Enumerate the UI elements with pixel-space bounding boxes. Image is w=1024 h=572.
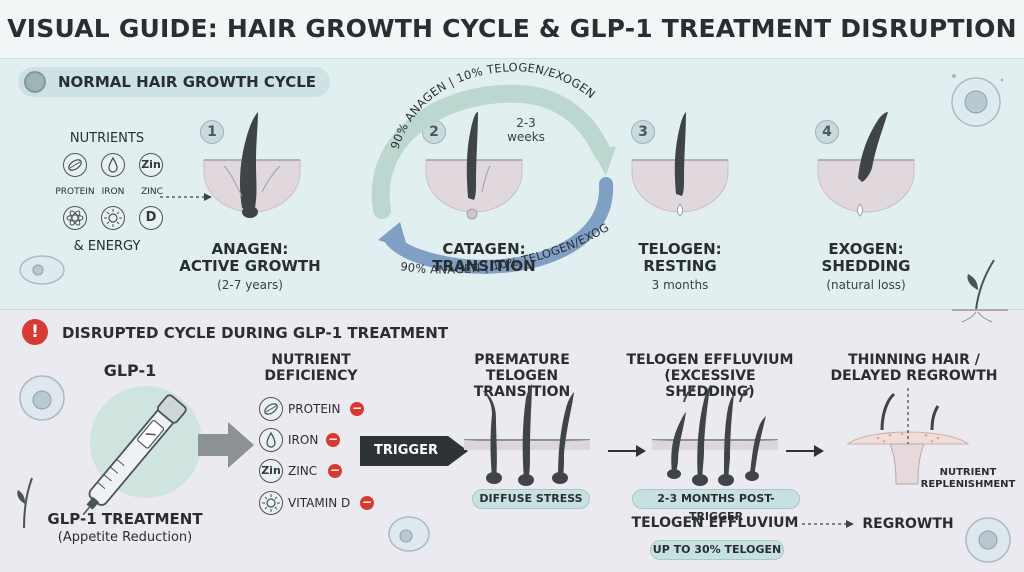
cycle-arc-label-top: 90% ANAGEN | 10% TELOGEN/EXOGEN [388, 60, 598, 151]
cell-illustration-icon [951, 74, 1004, 127]
telogen-follicle-illustration [631, 112, 729, 217]
section-dot-icon [24, 71, 46, 93]
cell-illustration-icon [965, 517, 1011, 563]
minus-icon: − [326, 432, 340, 447]
trigger-label: TRIGGER [374, 443, 438, 458]
catagen-follicle-illustration [425, 112, 523, 220]
iron-drop-icon [259, 428, 283, 452]
nutrient-label-protein: PROTEIN [55, 187, 95, 197]
thinning-hair-title: THINNING HAIR / DELAYED REGROWTH [830, 352, 998, 384]
protein-icon [259, 397, 283, 421]
sprout-icon [952, 259, 1008, 323]
atom-icon [63, 206, 87, 230]
vitamin-d-icon: D [139, 206, 163, 230]
thinning-hair-illustration [846, 388, 970, 485]
nutrient-label-iron: IRON [101, 187, 125, 197]
protein-icon [63, 153, 87, 177]
telogen-percent-badge: UP TO 30% TELOGEN [650, 540, 784, 560]
cell-illustration-icon [19, 375, 65, 421]
deficiency-iron: IRON [288, 433, 319, 447]
telogen-effluvium-illustration [652, 386, 778, 486]
telogen-label: TELOGEN: [638, 240, 722, 258]
zinc-icon: Zin [259, 459, 283, 483]
anagen-label: ANAGEN: [211, 240, 289, 258]
catagen-sub: TRANSITION [432, 257, 536, 275]
disrupted-cycle-heading: DISRUPTED CYCLE DURING GLP-1 TREATMENT [62, 324, 449, 342]
alert-icon: ! [22, 319, 48, 345]
anagen-sub: ACTIVE GROWTH [179, 257, 321, 275]
telogen-sub: RESTING [643, 257, 717, 275]
glp1-treatment-sub: (Appetite Reduction) [57, 530, 193, 545]
exogen-sub: SHEDDING [821, 257, 911, 275]
telogen-duration: 3 months [651, 278, 709, 292]
stage-number-1: 1 [200, 120, 224, 144]
trigger-arrow [360, 436, 468, 466]
nutrient-label-zinc: ZINC [141, 187, 163, 197]
post-trigger-badge: 2-3 MONTHS POST-TRIGGER [632, 489, 800, 523]
glp1-label: GLP-1 [103, 361, 157, 380]
flow-arrow-icon [608, 445, 646, 457]
sprout-icon [17, 477, 33, 529]
anagen-duration: (2-7 years) [217, 278, 283, 292]
energy-label: & ENERGY [73, 239, 141, 254]
catagen-duration: 2-3 weeks [507, 116, 545, 144]
stage-number-3: 3 [631, 120, 655, 144]
telogen-effluvium-label: TELOGEN EFFLUVIUM [631, 515, 799, 531]
premature-telogen-illustration [464, 384, 590, 486]
telogen-effluvium-title: TELOGEN EFFLUVIUM (EXCESSIVE SHEDDING) [626, 352, 794, 400]
cell-illustration-icon [388, 516, 430, 552]
exogen-label: EXOGEN: [828, 240, 904, 258]
minus-icon: − [360, 495, 374, 510]
exogen-follicle-illustration [817, 112, 915, 217]
regrowth-flow-arrow [802, 520, 854, 528]
nutrient-replenishment-label: NUTRIENT REPLENISHMENT [920, 467, 1016, 490]
nutrients-label: NUTRIENTS [69, 131, 145, 146]
flow-arrow-icon [198, 422, 254, 468]
zinc-icon: Zin [139, 153, 163, 177]
stage-number-4: 4 [815, 120, 839, 144]
iron-drop-icon [101, 153, 125, 177]
anagen-follicle-illustration [203, 112, 301, 218]
flow-arrow-icon [786, 445, 824, 457]
glp1-pen-illustration [82, 386, 202, 516]
cycle-arrows [371, 84, 616, 274]
page-title: VISUAL GUIDE: HAIR GROWTH CYCLE & GLP-1 … [7, 14, 1017, 43]
sun-icon [101, 206, 125, 230]
regrowth-label: REGROWTH [862, 516, 954, 532]
exogen-duration: (natural loss) [826, 278, 906, 292]
cell-illustration-icon [19, 255, 65, 285]
normal-cycle-heading: NORMAL HAIR GROWTH CYCLE [18, 67, 331, 97]
deficiency-vitamin-d: VITAMIN D [288, 496, 351, 510]
sun-icon [259, 491, 283, 515]
minus-icon: − [328, 463, 342, 478]
nutrient-deficiency-title: NUTRIENT DEFICIENCY [264, 352, 358, 384]
diffuse-stress-badge: DIFFUSE STRESS [472, 489, 590, 509]
deficiency-zinc: ZINC [288, 464, 318, 478]
deficiency-protein: PROTEIN [288, 402, 341, 416]
glp1-treatment-caption: GLP-1 TREATMENT [47, 510, 203, 528]
nutrient-flow-arrow [160, 193, 212, 201]
premature-telogen-title: PREMATURE TELOGEN TRANSITION [473, 352, 571, 400]
minus-icon: − [350, 401, 364, 416]
catagen-label: CATAGEN: [442, 240, 526, 258]
